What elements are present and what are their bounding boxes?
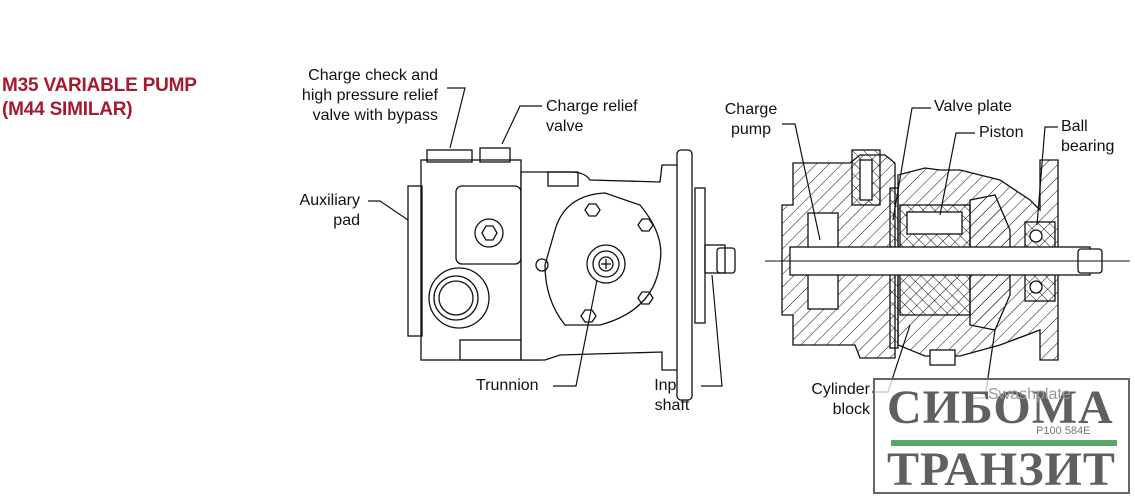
label-trunnion: Trunnion — [476, 377, 539, 394]
label-valve-plate: Valve plate — [934, 98, 1012, 115]
section-pump-view — [765, 149, 1130, 366]
trunnion-mid-ring — [592, 250, 620, 278]
title-line-1: M35 VARIABLE PUMP — [2, 75, 197, 96]
charge-relief-valve-cap — [479, 147, 511, 163]
cover-bolt-1 — [584, 203, 601, 217]
trunnion-cover — [544, 192, 662, 326]
end-cap-body — [420, 159, 522, 361]
trunnion-center — [598, 256, 614, 272]
leader-auxiliary-pad — [368, 200, 409, 221]
input-shaft-stub — [704, 244, 726, 274]
input-shaft-end — [716, 247, 736, 274]
label-auxiliary-pad: Auxiliary pad — [299, 192, 360, 229]
leader-charge-pump — [782, 123, 821, 241]
leader-piston — [939, 132, 975, 216]
label-swashplate: Swashplate — [988, 386, 1071, 403]
label-piston: Piston — [979, 124, 1024, 141]
leader-charge-relief — [501, 105, 542, 145]
document-number: P100 584E — [1036, 425, 1091, 437]
page-title: M35 VARIABLE PUMP (M44 SIMILAR) — [2, 74, 197, 122]
plug-outer — [474, 218, 504, 248]
leader-valve-plate — [892, 107, 931, 221]
housing-boss — [547, 171, 579, 187]
watermark-divider — [891, 440, 1117, 446]
trunnion-outer-ring — [586, 244, 626, 284]
plug-hex — [481, 225, 498, 241]
section-piston — [906, 211, 963, 235]
cover-bolt-3 — [637, 291, 654, 305]
section-drain-plug — [929, 349, 956, 366]
leader-input-shaft — [701, 274, 723, 387]
label-ball-bearing: Ball bearing — [1061, 118, 1115, 155]
external-pump-view — [407, 147, 736, 401]
title-line-2: (M44 SIMILAR) — [2, 99, 133, 120]
cover-bolt-4 — [580, 309, 597, 323]
watermark-line-1: СИБОМА — [887, 381, 1114, 434]
charge-check-valve-cap — [426, 149, 473, 163]
cover-bolt-2 — [637, 218, 654, 232]
label-cylinder-block: Cylinder block — [811, 381, 870, 418]
label-charge-relief-valve: Charge relief valve — [546, 98, 638, 135]
label-charge-pump: Charge pump — [724, 101, 778, 138]
leader-ball-bearing — [1036, 126, 1058, 226]
port-inner — [438, 280, 474, 316]
watermark-line-2: ТРАНЗИТ — [887, 443, 1116, 496]
shaft-seal-plate — [694, 187, 706, 324]
housing-pin — [535, 258, 549, 272]
leader-charge-check — [447, 87, 466, 149]
port-boss — [428, 267, 490, 329]
mounting-flange — [676, 149, 693, 401]
port-outer — [433, 275, 479, 321]
watermark-logo: СИБОМА ТРАНЗИТ — [873, 378, 1130, 496]
external-leader-lines — [368, 87, 723, 387]
auxiliary-pad-face — [407, 185, 423, 337]
leader-trunnion — [553, 279, 598, 387]
label-charge-check-valve: Charge check and high pressure relief va… — [301, 67, 438, 124]
